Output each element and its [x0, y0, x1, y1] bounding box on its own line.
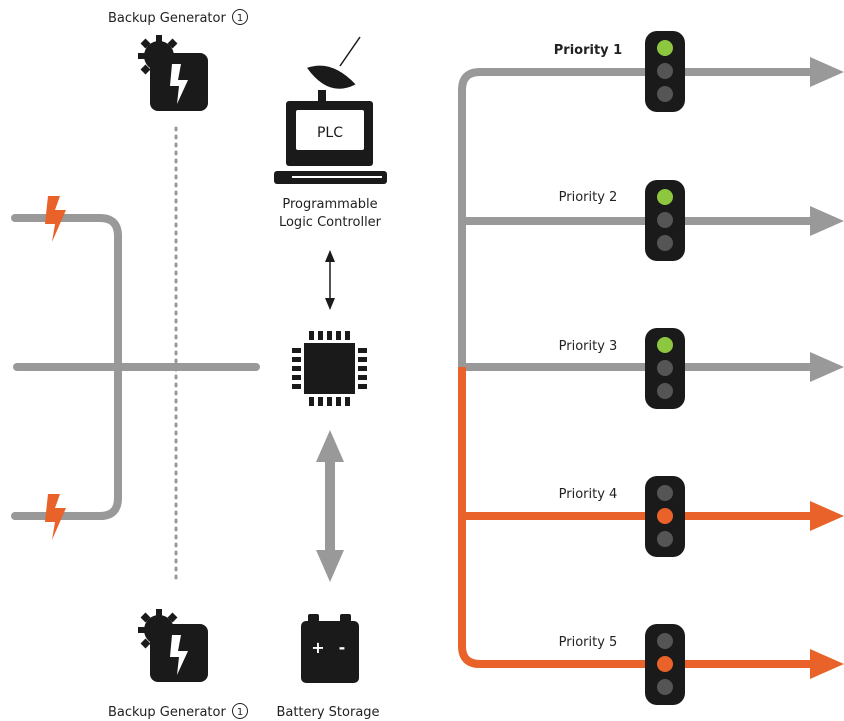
battery-icon: + - — [301, 614, 359, 683]
priority-distribution: Priority 1 Priority 2 Priority 3 Priorit… — [458, 31, 844, 705]
plc-caption-line1: Programmable — [282, 197, 377, 212]
generator-icon — [138, 609, 208, 682]
battery-minus: - — [339, 638, 346, 657]
svg-text:1: 1 — [237, 13, 243, 24]
outage-bolt-icon — [45, 494, 66, 540]
plc: PLC Programmable Logic Controller — [274, 36, 387, 230]
generator-label: Backup Generator — [108, 705, 226, 720]
generator-label: Backup Generator — [108, 11, 226, 26]
plc-screen-text: PLC — [317, 125, 343, 141]
priority-3-label: Priority 3 — [559, 339, 618, 354]
priority-4-label: Priority 4 — [559, 487, 618, 502]
battery-plus: + — [311, 638, 324, 657]
priority-5-traffic-light-icon — [645, 624, 685, 705]
info-marker: 1 — [232, 703, 248, 719]
computer-icon: PLC — [274, 101, 387, 184]
satellite-dish-icon — [307, 36, 361, 102]
plc-link-arrow — [325, 250, 335, 310]
outage-bolt-icon — [45, 196, 66, 242]
controller-chip-icon — [292, 331, 367, 406]
info-marker: 1 — [232, 9, 248, 25]
generator-icon — [138, 35, 208, 111]
priority-3-traffic-light-icon — [645, 328, 685, 409]
battery-label: Battery Storage — [276, 705, 379, 720]
plc-caption-line2: Logic Controller — [279, 215, 382, 230]
priority-1-label: Priority 1 — [554, 43, 622, 58]
priority-1-traffic-light-icon — [645, 31, 685, 112]
backup-generator-bottom: Backup Generator 1 — [108, 609, 248, 720]
priority-4-traffic-light-icon — [645, 476, 685, 557]
priority-5-label: Priority 5 — [559, 635, 618, 650]
grid-lines — [11, 126, 260, 582]
priority-2-label: Priority 2 — [559, 190, 618, 205]
svg-text:1: 1 — [237, 707, 243, 718]
backup-generator-top: Backup Generator 1 — [108, 9, 248, 111]
priority-5-arrowhead — [810, 649, 844, 679]
battery-link-arrow — [316, 430, 344, 582]
priority-3-arrowhead — [810, 352, 844, 382]
priority-1-arrowhead — [810, 57, 844, 87]
priority-2-arrowhead — [810, 206, 844, 236]
battery-storage: + - Battery Storage — [276, 614, 380, 720]
priority-4-arrowhead — [810, 501, 844, 531]
priority-2-traffic-light-icon — [645, 180, 685, 261]
